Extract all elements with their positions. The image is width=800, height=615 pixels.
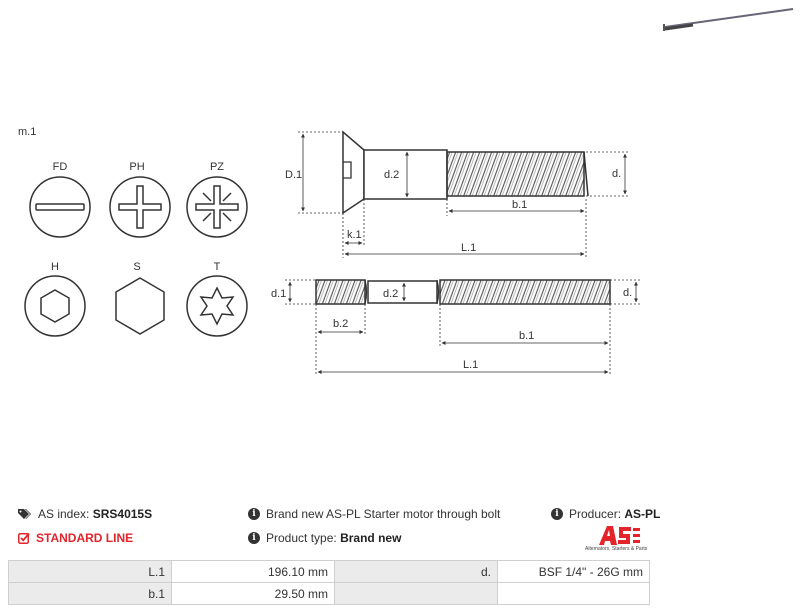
info-icon: i: [248, 532, 260, 544]
head-label-fd: FD: [53, 161, 68, 173]
threaded-rod-drawing: [315, 279, 611, 305]
phillips-head-icon: [109, 176, 171, 238]
spec-key: L.1: [8, 560, 172, 583]
info-icon: i: [551, 508, 563, 520]
spec-key: [334, 582, 498, 605]
torx-head-icon: [186, 275, 248, 337]
top-dimensions: [298, 131, 630, 258]
spec-key: b.1: [8, 582, 172, 605]
bottom-dimensions: [285, 279, 640, 376]
spec-value: 196.10 mm: [171, 560, 335, 583]
as-logo-mark-icon: [599, 526, 640, 545]
product-type-value: Brand new: [340, 531, 402, 545]
head-label-h: H: [51, 261, 59, 273]
hex-head-icon: [115, 277, 165, 335]
table-row: b.1 29.50 mm: [8, 582, 650, 605]
dim-label-d1-bottom: d.1: [271, 288, 286, 300]
dim-label-d-bottom: d.: [623, 287, 632, 299]
head-label-pz: PZ: [210, 161, 224, 173]
spec-table: L.1 196.10 mm d. BSF 1/4" - 26G mm b.1 2…: [8, 560, 650, 605]
dim-label-k1: k.1: [347, 229, 362, 241]
description: i Brand new AS-PL Starter motor through …: [248, 507, 500, 521]
dim-label-L1-bottom: L.1: [463, 359, 478, 371]
pozidriv-head-icon: [186, 176, 248, 238]
dim-label-b1-bottom: b.1: [519, 330, 534, 342]
head-label-ph: PH: [129, 161, 144, 173]
product-thumbnail: [663, 8, 794, 31]
spec-value: [497, 582, 650, 605]
product-type: i Product type: Brand new: [248, 531, 401, 545]
product-type-label: Product type:: [266, 531, 337, 545]
head-types-title: m.1: [18, 126, 36, 138]
producer-value: AS-PL: [624, 507, 661, 521]
spec-value: 29.50 mm: [171, 582, 335, 605]
dim-label-d2-bottom: d.2: [383, 288, 398, 300]
dim-label-d2-top: d.2: [384, 169, 399, 181]
head-label-t: T: [214, 261, 221, 273]
hex-socket-head-icon: [24, 275, 86, 337]
dim-label-b2: b.2: [333, 318, 348, 330]
technical-drawing: m.1 FD PH PZ H S T: [18, 8, 794, 376]
as-index-label: AS index:: [38, 507, 90, 521]
producer: i Producer: AS-PL: [551, 507, 660, 521]
dim-label-d-top: d.: [612, 168, 621, 180]
spec-key: d.: [334, 560, 498, 583]
checkbox-checked-icon: [18, 532, 30, 544]
tags-icon: [18, 509, 31, 519]
as-pl-logo: Alternators, Starters & Parts: [585, 524, 653, 554]
as-index-value: SRS4015S: [92, 507, 153, 521]
slotted-head-icon: [29, 176, 91, 238]
info-icon: i: [248, 508, 260, 520]
description-text: Brand new AS-PL Starter motor through bo…: [266, 507, 501, 521]
logo-subtitle: Alternators, Starters & Parts: [585, 546, 648, 552]
dim-label-L1-top: L.1: [461, 242, 476, 254]
standard-line: STANDARD LINE: [18, 531, 133, 545]
table-row: L.1 196.10 mm d. BSF 1/4" - 26G mm: [8, 560, 650, 583]
spec-value: BSF 1/4" - 26G mm: [497, 560, 650, 583]
standard-line-label: STANDARD LINE: [36, 531, 134, 545]
countersunk-bolt-drawing: [342, 130, 589, 215]
dim-label-D1: D.1: [285, 169, 302, 181]
dim-label-b1-top: b.1: [512, 199, 527, 211]
head-label-s: S: [133, 261, 140, 273]
producer-label: Producer:: [569, 507, 622, 521]
as-index: AS index: SRS4015S: [18, 507, 152, 521]
